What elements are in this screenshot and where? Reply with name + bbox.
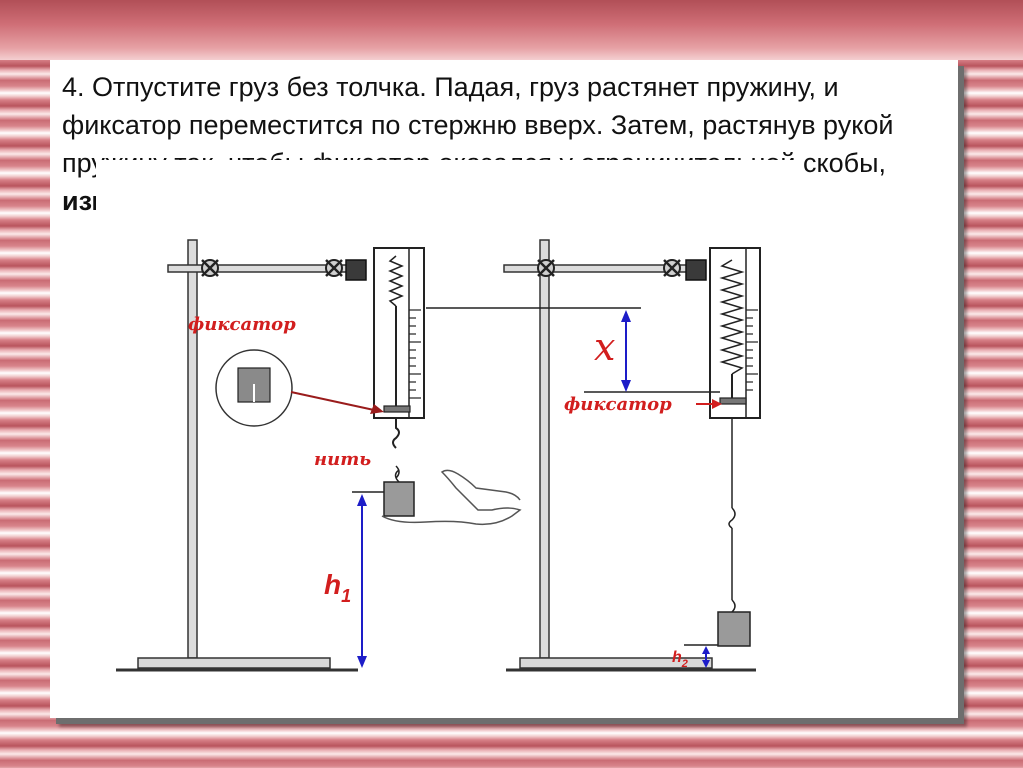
hand-icon [381, 469, 522, 526]
fixator-pointer-arrow [696, 399, 722, 409]
label-h1: h1 [324, 569, 351, 606]
label-h2: h2 [672, 649, 688, 670]
left-stand [116, 239, 367, 672]
h1-arrow [357, 494, 367, 668]
h2-arrow [702, 646, 710, 668]
right-stand [503, 239, 756, 672]
clamp-icon-left-stand [201, 259, 219, 277]
clamp-icon-left-holder [325, 259, 343, 277]
label-fixator-right: фиксатор [564, 394, 672, 415]
label-fixator-left: фиксатор [188, 314, 296, 335]
left-fixator-zoom [215, 349, 384, 427]
spring-apparatus-diagram: фиксатор нить h1 [96, 160, 796, 692]
clamp-icon-right-stand [537, 259, 555, 277]
header-band [0, 0, 1023, 60]
label-thread: нить [314, 449, 371, 470]
label-x: x [594, 325, 615, 369]
x-arrow [621, 310, 631, 392]
left-dynamometer [373, 247, 425, 479]
right-dynamometer [709, 247, 761, 613]
clamp-icon-right-holder [663, 259, 681, 277]
left-weight [383, 469, 415, 517]
right-weight [717, 611, 751, 647]
